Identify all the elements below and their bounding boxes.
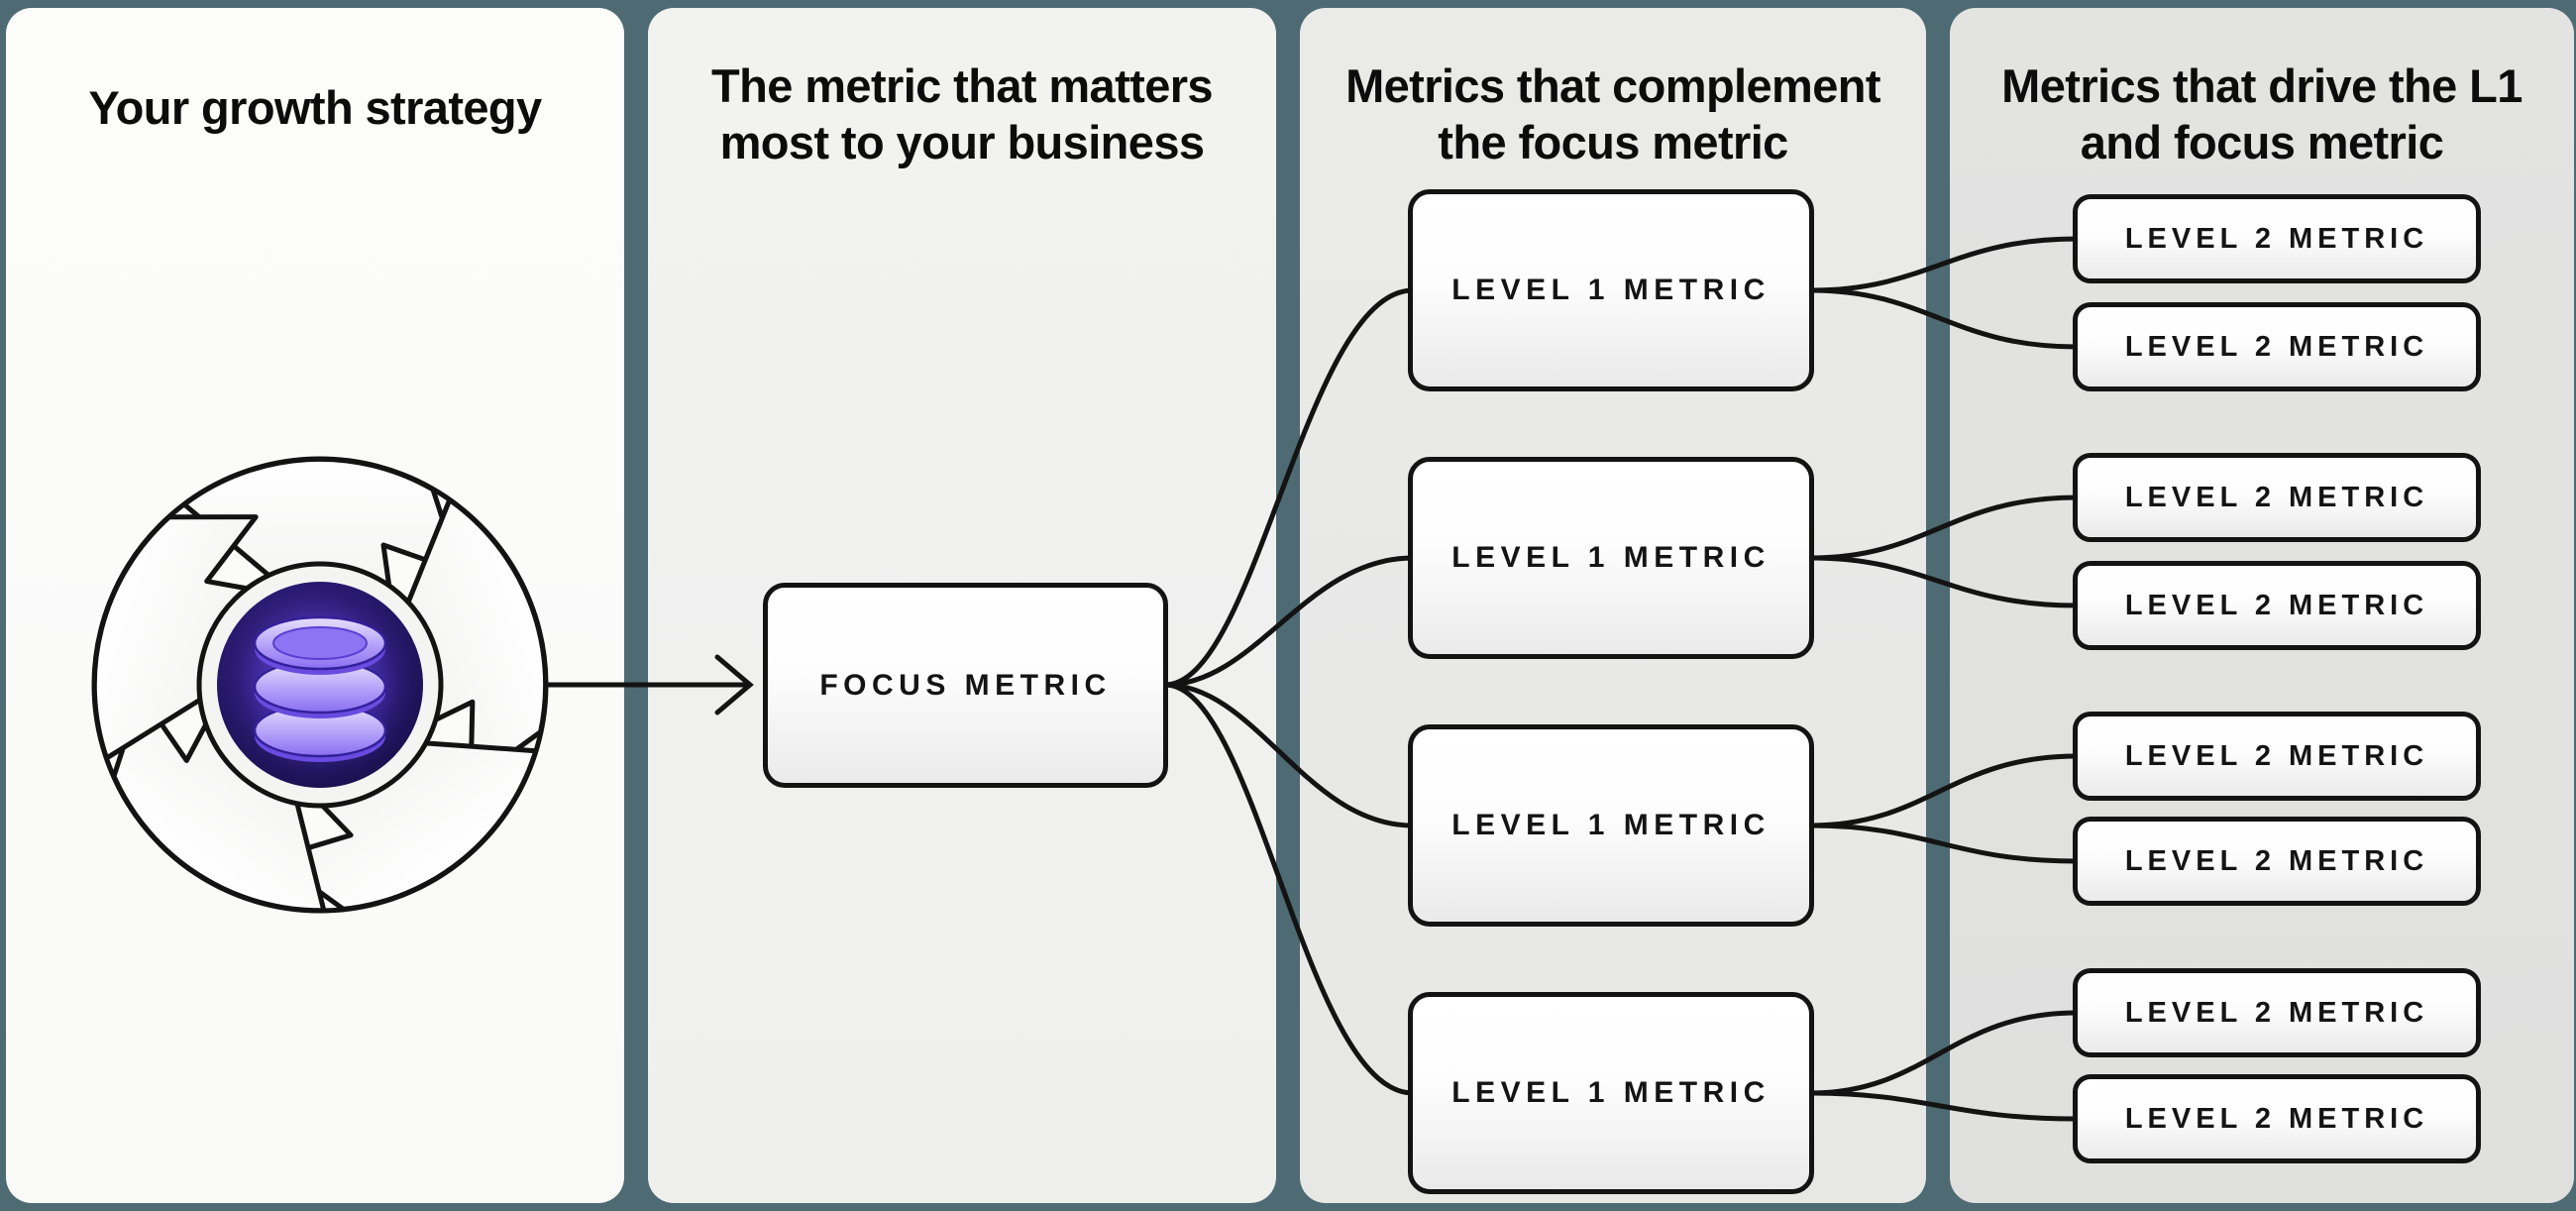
title-line: Metrics that drive the L1 (2001, 59, 2522, 112)
panel-growth-strategy: Your growth strategy (6, 8, 624, 1203)
curve-l1-3-l2-5 (1808, 753, 2080, 828)
level2-metric-node: LEVEL 2 METRIC (2073, 968, 2481, 1057)
level1-metric-node: LEVEL 1 METRIC (1408, 457, 1814, 659)
level2-metric-node: LEVEL 2 METRIC (2073, 817, 2481, 906)
level1-metric-node: LEVEL 1 METRIC (1408, 992, 1814, 1194)
curve-l1-1-l2-2 (1808, 287, 2080, 350)
panel-title-growth-strategy: Your growth strategy (6, 79, 624, 136)
title-line: Your growth strategy (88, 81, 542, 134)
level2-metric-node: LEVEL 2 METRIC (2073, 1074, 2481, 1163)
level2-metric-node: LEVEL 2 METRIC (2073, 194, 2481, 283)
growth-flywheel-database-icon (77, 442, 563, 928)
title-line: most to your business (719, 116, 1205, 168)
level2-metric-node: LEVEL 2 METRIC (2073, 712, 2481, 801)
level2-metric-label: LEVEL 2 METRIC (2124, 222, 2429, 255)
curve-l1-2-l2-3 (1808, 495, 2080, 561)
level2-metric-label: LEVEL 2 METRIC (2124, 481, 2429, 513)
curve-focus-l1-1 (1162, 287, 1416, 688)
level1-metric-node: LEVEL 1 METRIC (1408, 189, 1814, 391)
title-line: The metric that matters (711, 59, 1214, 112)
level2-metric-node: LEVEL 2 METRIC (2073, 302, 2481, 391)
level1-metric-node: LEVEL 1 METRIC (1408, 724, 1814, 927)
level1-metric-label: LEVEL 1 METRIC (1451, 541, 1771, 574)
level1-metric-label: LEVEL 1 METRIC (1451, 809, 1771, 841)
curve-l1-2-l2-4 (1808, 555, 2080, 608)
level1-metric-label: LEVEL 1 METRIC (1451, 1076, 1771, 1109)
title-line: and focus metric (2080, 116, 2444, 168)
database-icon (253, 615, 387, 762)
level2-metric-node: LEVEL 2 METRIC (2073, 453, 2481, 542)
focus-metric-label: FOCUS METRIC (819, 668, 1112, 702)
level2-metric-label: LEVEL 2 METRIC (2124, 589, 2429, 621)
level2-metric-label: LEVEL 2 METRIC (2124, 996, 2429, 1029)
focus-metric-node: FOCUS METRIC (763, 583, 1168, 788)
level2-metric-label: LEVEL 2 METRIC (2124, 330, 2429, 363)
curve-l1-1-l2-1 (1808, 236, 2080, 293)
level1-metric-label: LEVEL 1 METRIC (1451, 274, 1771, 306)
level2-metric-label: LEVEL 2 METRIC (2124, 844, 2429, 877)
curve-l1-4-l2-7 (1808, 1010, 2080, 1096)
curve-focus-l1-2 (1162, 555, 1416, 688)
curve-l1-3-l2-6 (1808, 823, 2080, 864)
curve-focus-l1-4 (1162, 682, 1416, 1096)
panel-title-level1-metrics: Metrics that complement the focus metric (1300, 57, 1926, 170)
panel-title-focus-metric: The metric that matters most to your bus… (648, 57, 1276, 170)
arrow-head (714, 654, 754, 716)
panel-title-level2-metrics: Metrics that drive the L1 and focus metr… (1950, 57, 2574, 170)
title-line: Metrics that complement (1345, 59, 1880, 112)
curve-l1-4-l2-8 (1808, 1090, 2080, 1122)
curve-focus-l1-3 (1162, 682, 1416, 828)
title-line: the focus metric (1438, 116, 1788, 168)
level2-metric-label: LEVEL 2 METRIC (2124, 739, 2429, 772)
level2-metric-label: LEVEL 2 METRIC (2124, 1102, 2429, 1135)
level2-metric-node: LEVEL 2 METRIC (2073, 561, 2481, 650)
